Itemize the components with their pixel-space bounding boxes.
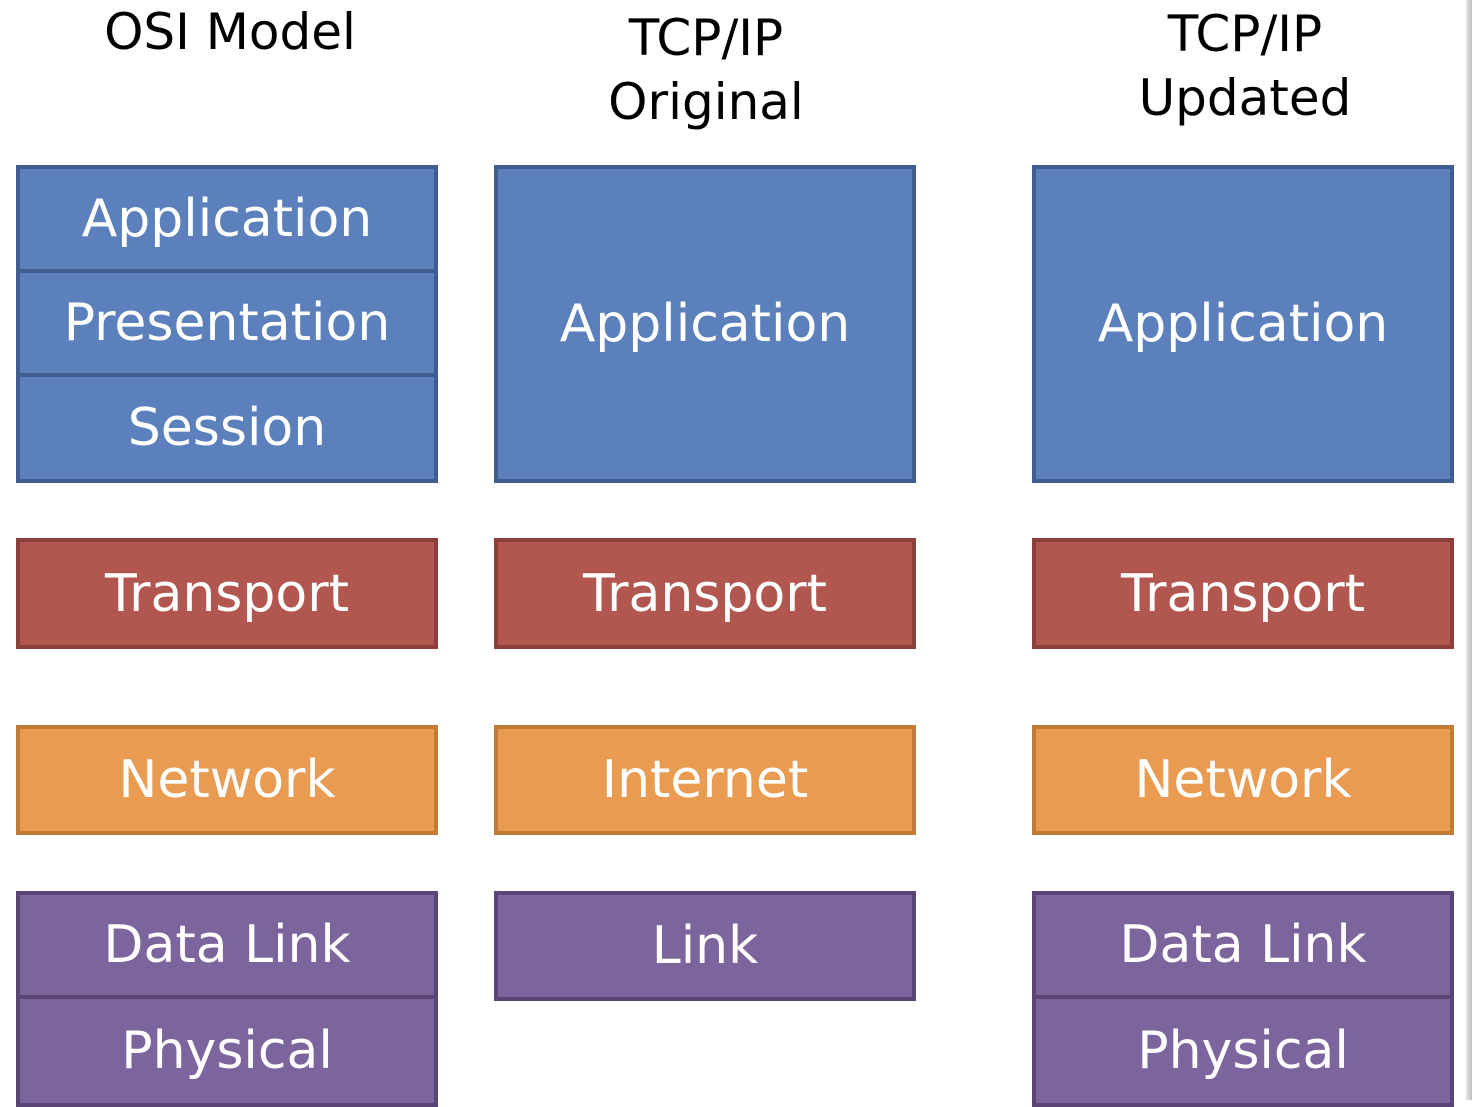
osi-data-link-label: Data Link [103,915,351,975]
tcpip-updated-data-link-label: Data Link [1119,915,1367,975]
tcpip-updated-network-layer: Network [1032,725,1454,835]
tcpip-updated-heading: TCP/IP Updated [1035,2,1455,130]
tcpip-original-internet-label: Internet [601,750,809,810]
tcpip-original-transport-layer: Transport [494,538,916,649]
osi-model-heading: OSI Model [20,0,440,64]
osi-transport-layer: Transport [16,538,438,649]
osi-session-label: Session [127,398,327,458]
osi-session-layer: Session [16,375,438,483]
osi-physical-layer: Physical [16,997,438,1107]
tcpip-original-link-label: Link [651,916,759,976]
page-edge-shadow [1466,0,1472,1100]
tcpip-updated-heading-line-1: TCP/IP [1167,5,1323,63]
osi-network-label: Network [118,750,336,810]
osi-application-layer: Application [16,165,438,271]
tcpip-updated-application-label: Application [1097,294,1389,354]
tcpip-original-application-label: Application [559,294,851,354]
osi-presentation-layer: Presentation [16,271,438,375]
tcpip-updated-physical-label: Physical [1137,1021,1349,1081]
tcpip-original-heading-line-2: Original [608,73,804,131]
osi-model-heading-line: OSI Model [104,3,356,61]
tcpip-original-heading-line-1: TCP/IP [628,9,784,67]
tcpip-updated-heading-line-2: Updated [1138,69,1352,127]
tcpip-updated-application-layer: Application [1032,165,1454,483]
tcpip-updated-data-link-layer: Data Link [1032,891,1454,997]
tcpip-updated-transport-layer: Transport [1032,538,1454,649]
osi-physical-label: Physical [121,1021,333,1081]
tcpip-original-application-layer: Application [494,165,916,483]
tcpip-original-link-layer: Link [494,891,916,1001]
tcpip-updated-network-label: Network [1134,750,1352,810]
tcpip-original-internet-layer: Internet [494,725,916,835]
osi-application-label: Application [81,189,373,249]
osi-network-layer: Network [16,725,438,835]
tcpip-updated-physical-layer: Physical [1032,997,1454,1107]
osi-data-link-layer: Data Link [16,891,438,997]
tcpip-original-heading: TCP/IP Original [496,6,916,134]
tcpip-original-transport-label: Transport [582,563,827,624]
osi-transport-label: Transport [104,563,349,624]
tcpip-updated-transport-label: Transport [1120,563,1365,624]
osi-presentation-label: Presentation [63,293,391,353]
